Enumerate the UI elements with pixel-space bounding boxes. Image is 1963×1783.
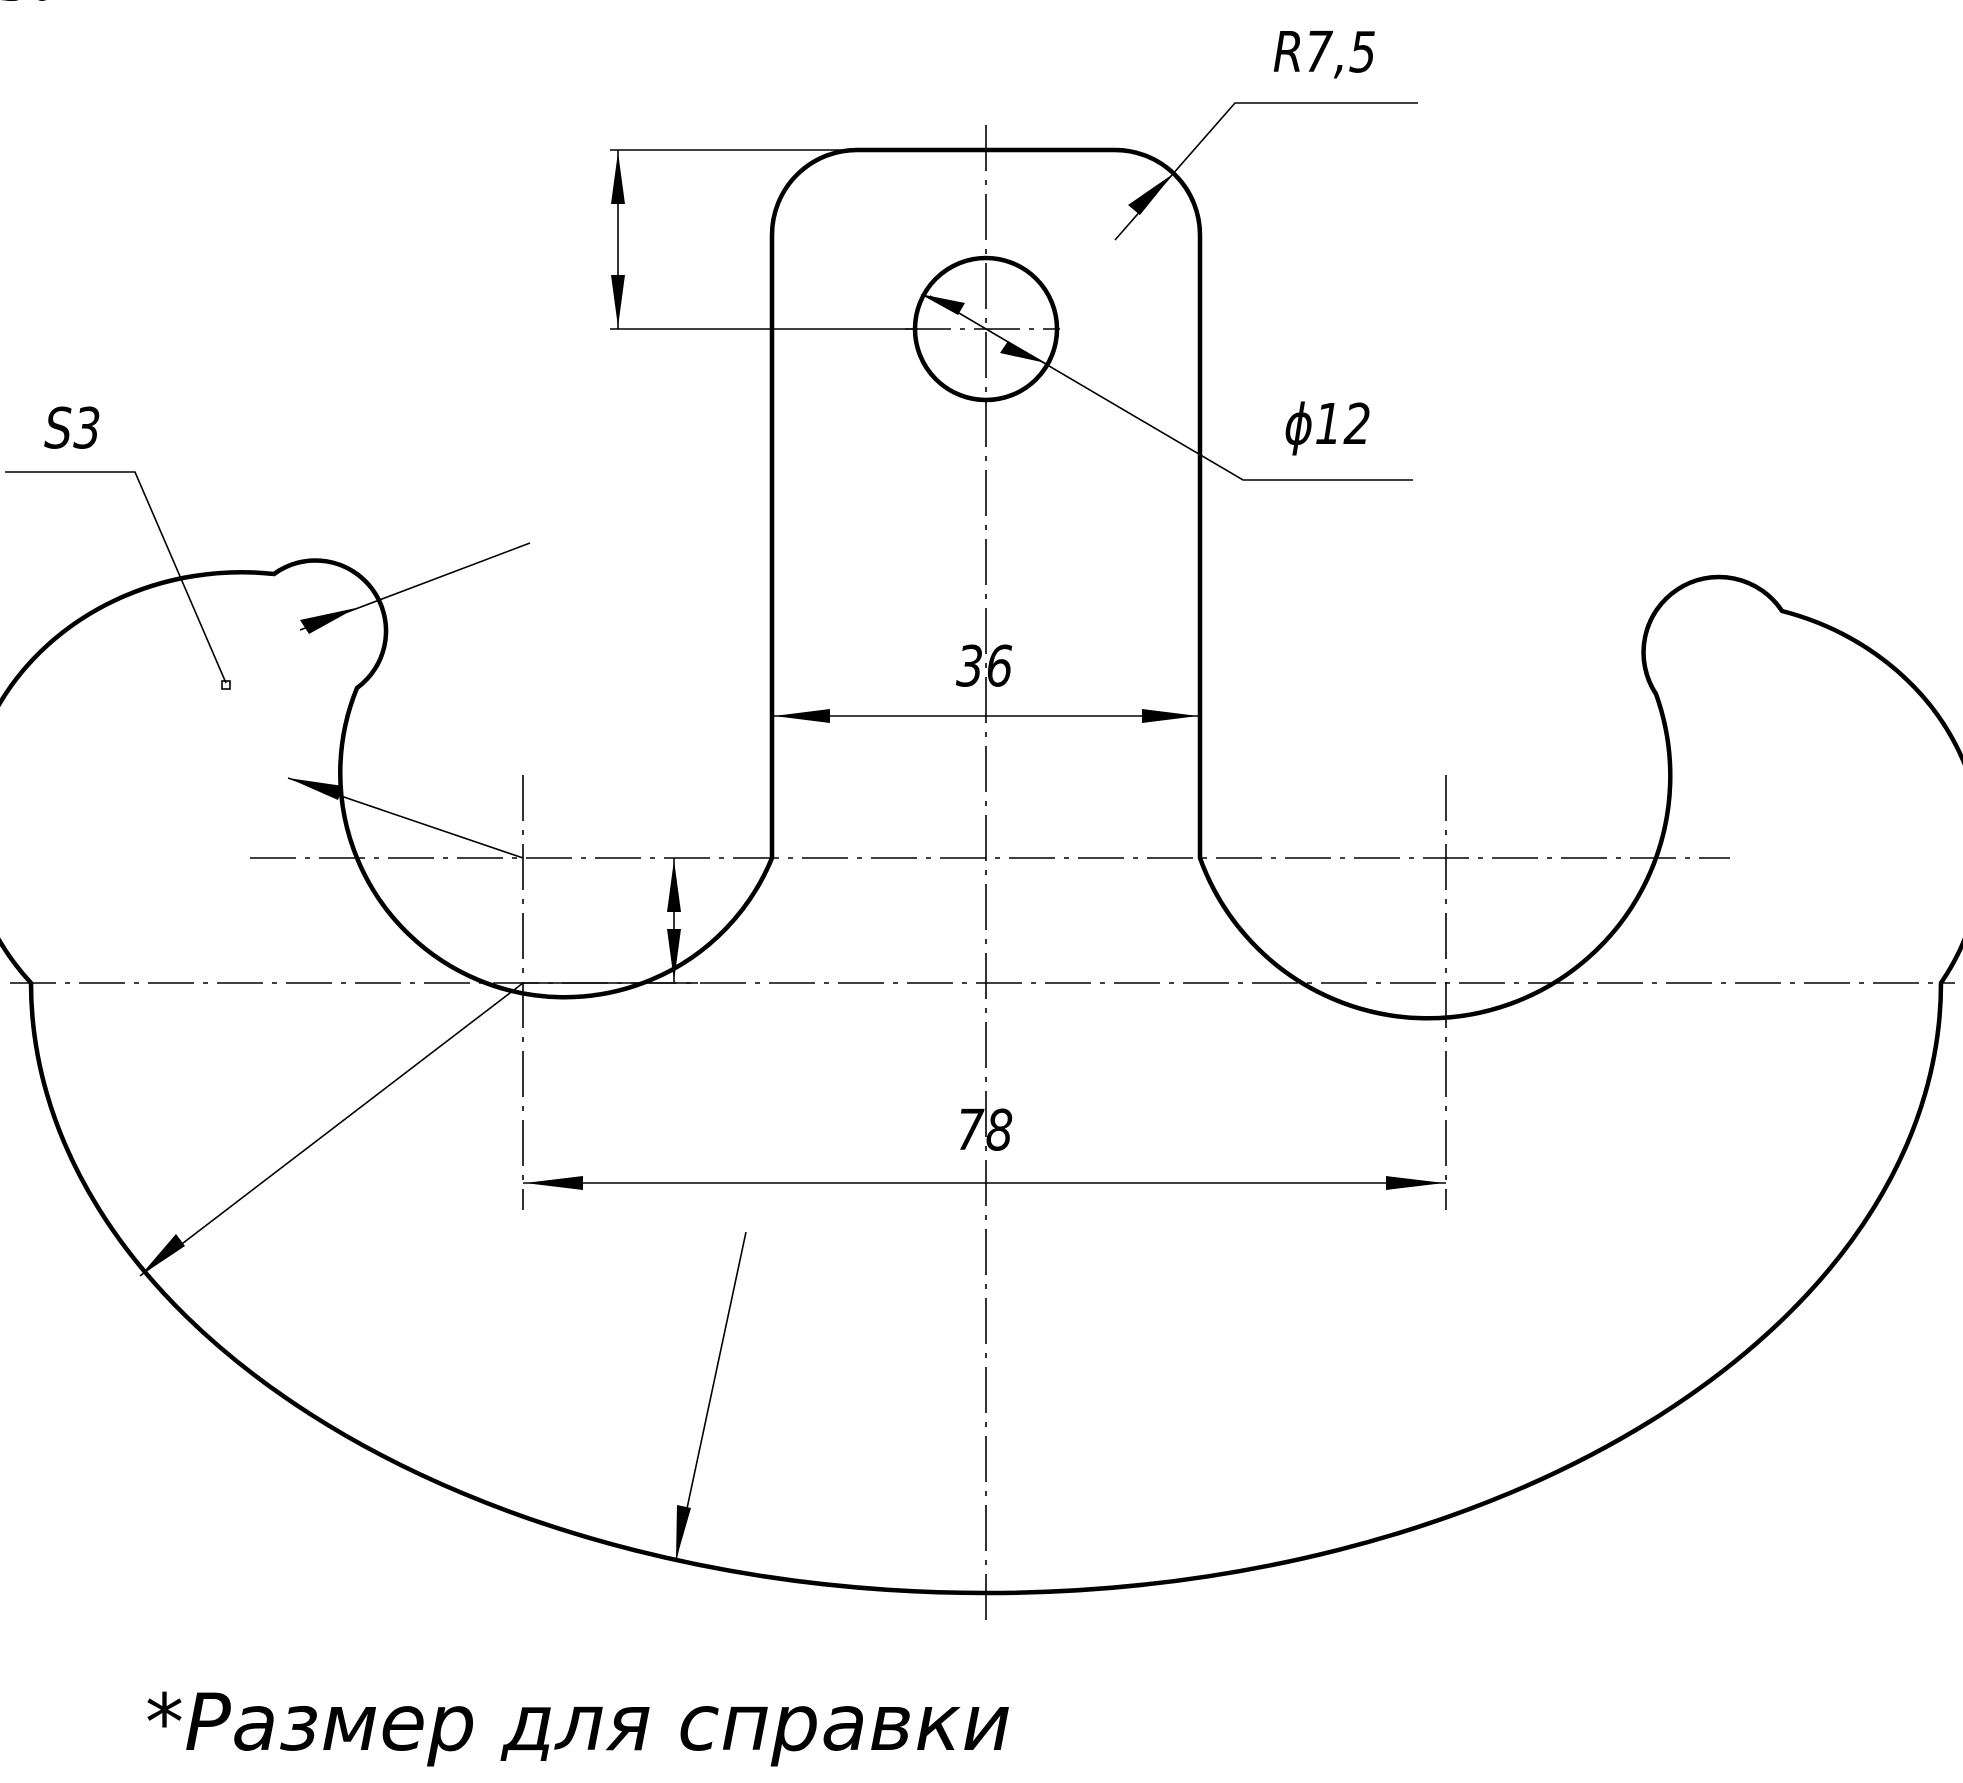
dimension-r6-label: R6	[0, 0, 31, 14]
dimension-r120-label: R120	[0, 0, 60, 14]
reference-dimension-note: *Размер для справки	[145, 1679, 1012, 1769]
dimension-78-label: 78	[956, 1099, 1014, 1165]
dimension-r42-label: R42	[0, 0, 45, 14]
thickness-s3-leader: S3	[5, 397, 231, 690]
hook-plate-outline	[0, 147, 1963, 1596]
dimension-36: 36	[772, 635, 1200, 723]
dimension-r120: R120	[0, 0, 747, 1561]
dimension-15-label: 15	[0, 0, 29, 14]
dimension-r6: R6	[0, 0, 531, 634]
dimension-10: 10	[0, 0, 698, 984]
dimension-36-label: 36	[956, 635, 1014, 701]
dimension-phi12-label: ϕ12	[1284, 393, 1373, 459]
thickness-s3-label: S3	[44, 397, 102, 463]
dimension-10-label: 10	[0, 0, 29, 14]
dimension-r42: R42	[0, 0, 524, 1277]
center-lines	[10, 125, 1955, 1625]
dimension-r7-5-label: R7,5	[1273, 21, 1378, 87]
dimension-15: 15	[0, 0, 918, 330]
dimension-r21: R21	[0, 0, 524, 859]
dimension-78: 78	[523, 1099, 1446, 1190]
dimension-r21-label: R21	[0, 0, 45, 14]
dimension-phi12: ϕ12	[920, 294, 1413, 481]
dimension-r7-5: R7,5	[1114, 21, 1418, 241]
